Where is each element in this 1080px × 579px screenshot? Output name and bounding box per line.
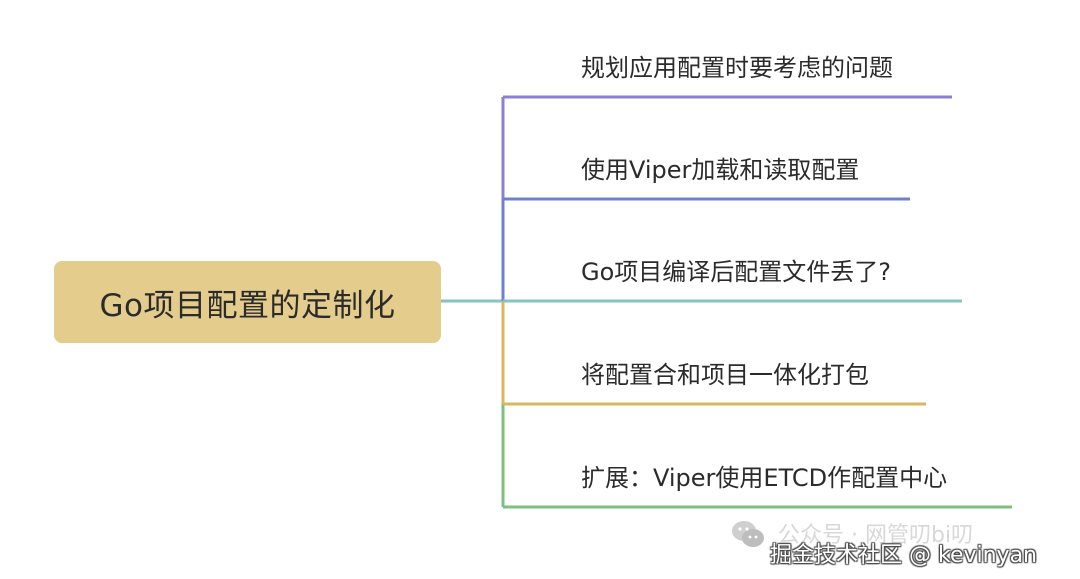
watermark: 公众号 · 网管叨bi叨 掘金技术社区 @ kevinyan [730, 515, 1070, 568]
watermark-main-text: 掘金技术社区 @ kevinyan [770, 543, 1037, 568]
wechat-icon [732, 521, 764, 547]
watermark-faded-text: 公众号 · 网管叨bi叨 [778, 523, 974, 548]
root-node[interactable]: Go项目配置的定制化 [54, 261, 441, 343]
branch-node-3[interactable]: Go项目编译后配置文件丢了? [581, 258, 892, 286]
branch-node-1[interactable]: 规划应用配置时要考虑的问题 [581, 54, 893, 82]
branch-node-4[interactable]: 将配置合和项目一体化打包 [581, 361, 869, 389]
root-node-label: Go项目配置的定制化 [99, 287, 396, 324]
branch-node-5[interactable]: 扩展：Viper使用ETCD作配置中心 [581, 464, 948, 492]
branch-node-2[interactable]: 使用Viper加载和读取配置 [581, 156, 860, 184]
